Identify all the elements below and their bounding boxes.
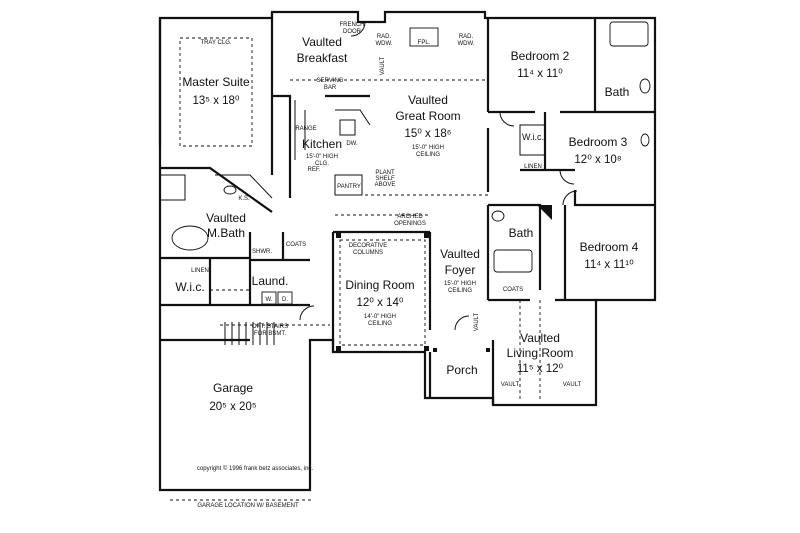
breakfast-name-1: Vaulted [302, 35, 342, 49]
bathtub-master [171, 225, 209, 251]
rad-wdw-right-1: RAD. [459, 34, 474, 40]
living-dim: 11⁵ x 12⁰ [517, 363, 564, 375]
great-room-dim: 15⁰ x 18⁶ [404, 128, 451, 140]
great-room-name-2: Great Room [395, 109, 460, 123]
great-room-note-2: CEILING [416, 152, 440, 158]
bedroom-3-name: Bedroom 3 [569, 135, 628, 149]
linen-bed3: LINEN [524, 164, 542, 170]
french-door-1: FRENCH [340, 22, 365, 28]
bedroom-2-dim: 11⁴ x 11⁰ [517, 68, 563, 80]
living-name-1: Vaulted [520, 331, 560, 345]
kitchen-note-2: CLG. [315, 161, 329, 167]
dining-dim: 12⁰ x 14⁰ [357, 297, 404, 309]
interior-walls [160, 12, 655, 405]
annotations: FRENCH DOOR RAD. WDW. RAD. WDW. FPL. VAU… [197, 22, 475, 509]
bathtub-mid [493, 249, 533, 273]
vault-living-right: VAULT [563, 382, 582, 388]
great-room-note-1: 15'-0" HIGH [412, 145, 444, 151]
garage-name: Garage [213, 381, 253, 395]
pantry-label: PANTRY [337, 184, 361, 190]
bedroom-3-dim: 12⁰ x 10⁸ [574, 154, 621, 166]
bath-top-name: Bath [605, 85, 630, 99]
dining-note-2: CEILING [368, 321, 392, 327]
foyer-note-2: CEILING [448, 288, 472, 294]
bedroom-4-dim: 11⁴ x 11¹⁰ [584, 259, 634, 271]
coats-right: COATS [503, 287, 523, 293]
plant-shelf-3: ABOVE [375, 182, 396, 188]
great-room-name-1: Vaulted [408, 93, 448, 107]
exterior-walls [158, 10, 657, 492]
stairs [224, 322, 275, 345]
vault-foyer: VAULT [474, 312, 480, 331]
toilet-top [639, 78, 651, 94]
opt-stairs-1: OPT. STAIRS [252, 324, 288, 330]
rad-wdw-left-2: WDW. [376, 41, 393, 47]
porch-name: Porch [446, 363, 477, 377]
rad-wdw-left-1: RAD. [377, 34, 392, 40]
range-label: RANGE [295, 126, 316, 132]
master-suite-name: Master Suite [182, 75, 250, 89]
decorative-1: DECORATIVE [349, 243, 388, 249]
coats-left: COATS [286, 242, 306, 248]
toilet-mid [491, 210, 505, 222]
dashed-lines [170, 37, 541, 501]
breakfast-name-2: Breakfast [297, 51, 348, 65]
wic-master-name: W.i.c. [175, 280, 204, 294]
foyer-note-1: 15'-0" HIGH [444, 281, 476, 287]
room-labels: Master Suite 13⁵ x 18⁰ TRAY CLG. Vaulted… [175, 35, 638, 413]
foyer-name-1: Vaulted [440, 247, 480, 261]
dining-name: Dining Room [345, 278, 414, 292]
master-bath-name-2: M.Bath [207, 226, 245, 240]
french-door-2: DOOR [343, 29, 362, 35]
dryer-label: D. [282, 297, 288, 303]
bedroom-2-name: Bedroom 2 [511, 49, 570, 63]
laundry-name: Laund. [252, 274, 289, 288]
fireplace [409, 27, 439, 47]
bathtub-top [609, 21, 649, 47]
master-bath-name-1: Vaulted [206, 211, 246, 225]
fixtures [171, 21, 651, 352]
bedroom-4-name: Bedroom 4 [580, 240, 639, 254]
kitchen-note-1: 15'-0" HIGH [306, 154, 338, 160]
serving-bar-2: BAR [324, 85, 337, 91]
master-suite-dim: 13⁵ x 18⁰ [192, 95, 239, 107]
plant-shelf-2: SHELF [375, 176, 395, 182]
fireplace-label: FPL. [418, 40, 431, 46]
tray-ceiling-note: TRAY CLG. [200, 40, 231, 46]
washer-label: W. [266, 297, 273, 303]
linen-master: LINEN [191, 268, 209, 274]
arched-1: ARCHED [397, 214, 423, 220]
plant-shelf-1: PLANT [375, 170, 395, 176]
vault-living-left: VAULT [501, 382, 520, 388]
serving-bar-1: SERVING [317, 78, 344, 84]
opt-stairs-2: FOR BSMT. [254, 331, 286, 337]
rad-wdw-right-2: WDW. [458, 41, 475, 47]
garage-location-note: GARAGE LOCATION W/ BASEMENT [197, 503, 299, 509]
sink-master [223, 185, 237, 195]
sink-bed3 [640, 133, 650, 147]
living-name-2: Living Room [507, 346, 574, 360]
decorative-2: COLUMNS [353, 250, 383, 256]
shower-label: SHWR. [252, 249, 272, 255]
refrigerator-label: REF. [307, 167, 320, 173]
vault-breakfast: VAULT [380, 56, 386, 75]
ks-label: K.S. [238, 196, 250, 202]
bath-mid-name: Bath [509, 226, 534, 240]
kitchen-name: Kitchen [302, 137, 342, 151]
wic-bed3-name: W.i.c. [522, 132, 544, 142]
arched-2: OPENINGS [394, 221, 426, 227]
garage-dim: 20⁵ x 20⁵ [209, 401, 256, 413]
copyright-note: copyright © 1996 frank betz associates, … [197, 465, 313, 472]
foyer-name-2: Foyer [445, 263, 476, 277]
dishwasher-label: DW. [346, 141, 358, 147]
dining-note-1: 14'-0" HIGH [364, 314, 396, 320]
